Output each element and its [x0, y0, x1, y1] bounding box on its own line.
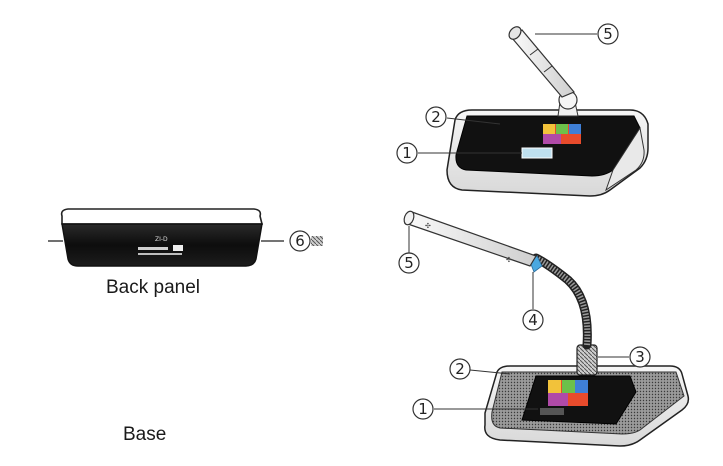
- desktop-unit-gooseneck: ✣ ✣ 5 4 3 2 1: [398, 210, 690, 447]
- mic-stripe: [529, 48, 539, 56]
- connector-port: [173, 245, 183, 251]
- back-panel-face: [61, 223, 263, 267]
- color-label-segment: [543, 124, 555, 134]
- connector-plug-icon: [311, 236, 323, 246]
- color-label-segment: [543, 134, 561, 144]
- long-mic-head: [403, 210, 415, 226]
- back-panel-unit: ZI-D 6: [48, 208, 323, 267]
- short-mic-body: [511, 29, 575, 98]
- callout-circle-1-top: [396, 142, 418, 164]
- talk-button-2: [540, 408, 564, 415]
- mic-head: [508, 26, 522, 40]
- callout-5-bottom-label: 5: [404, 254, 414, 272]
- color-label-segment: [575, 380, 588, 393]
- gooseneck-flex: [534, 255, 591, 346]
- top-unit-side: [605, 126, 645, 192]
- callout-5-top-label: 5: [603, 25, 613, 43]
- callout-circle-2-top: [425, 106, 447, 128]
- desktop-unit-top: 5 2 1: [396, 23, 649, 197]
- callout-2-top-label: 2: [431, 108, 441, 126]
- leader-2-bottom: [469, 369, 511, 375]
- callout-6-label: 6: [295, 232, 305, 250]
- callout-circle-1-bottom: [412, 398, 434, 420]
- callout-4-label: 4: [528, 311, 538, 329]
- callout-3-label: 3: [635, 348, 645, 366]
- callout-circle-6: [289, 230, 311, 252]
- color-label-segment: [548, 393, 568, 406]
- callout-circle-5-bottom: [398, 252, 420, 274]
- long-mic-tube: [404, 211, 537, 267]
- gooseneck-outline: [531, 253, 592, 350]
- color-label-segment: [548, 380, 561, 393]
- callout-1-bottom-label: 1: [418, 400, 428, 418]
- callout-1-top-label: 1: [402, 144, 412, 162]
- callout-circle-4: [522, 309, 544, 331]
- callout-circle-5-top: [597, 23, 619, 45]
- color-label-segment: [562, 380, 575, 393]
- back-panel-caption: Back panel: [106, 277, 201, 298]
- callout-circle-2-bottom: [449, 358, 471, 380]
- spec-label-1: [138, 247, 168, 250]
- mic-logo-mark-2: ✣: [506, 256, 512, 264]
- mic-logo-mark: ✣: [425, 222, 431, 230]
- talk-button: [521, 147, 553, 159]
- color-label-segment: [556, 124, 568, 134]
- back-panel-top-lid: [60, 208, 264, 225]
- model-mark: ZI-D: [155, 236, 168, 243]
- base-caption: Base: [123, 424, 167, 445]
- leader-2-top: [446, 117, 501, 125]
- mic-stripe: [543, 65, 553, 73]
- callout-2-bottom-label: 2: [455, 360, 465, 378]
- spec-label-2: [138, 253, 182, 255]
- callout-circle-3: [629, 346, 651, 368]
- color-label-segment: [569, 124, 581, 134]
